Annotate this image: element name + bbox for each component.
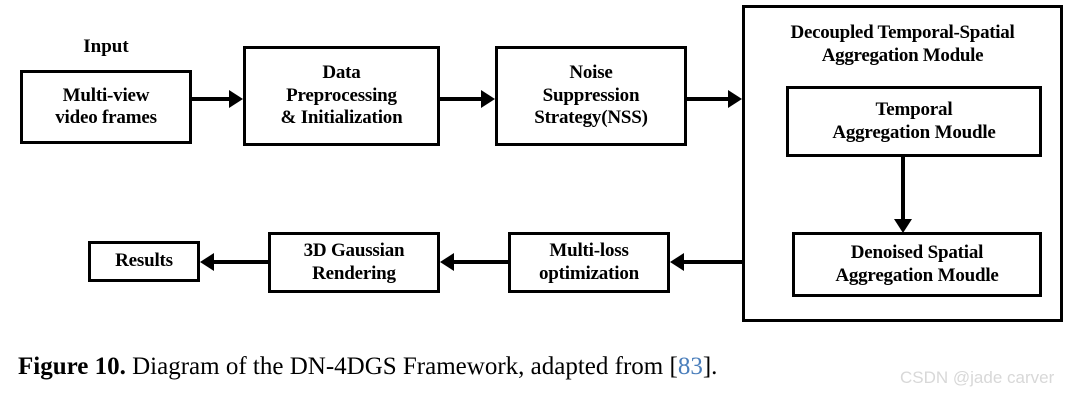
figure-caption: Figure 10. Diagram of the DN-4DGS Framew… xyxy=(18,352,717,382)
arrow-multiloss-to-rendering-line xyxy=(454,260,508,264)
arrow-input-to-preprocess-head xyxy=(229,90,243,108)
arrow-rendering-to-results-head xyxy=(200,253,214,271)
arrow-preprocess-to-nss-head xyxy=(481,90,495,108)
node-denoised-text: Denoised Spatial Aggregation Moudle xyxy=(835,242,999,286)
arrow-temporal-to-denoised-head xyxy=(894,219,912,233)
arrow-input-to-preprocess-line xyxy=(192,97,229,101)
caption-reference-link[interactable]: 83 xyxy=(677,353,703,380)
arrow-multiloss-to-rendering-head xyxy=(440,253,454,271)
arrow-temporal-to-denoised-line xyxy=(901,157,905,219)
csdn-watermark: CSDN @jade carver xyxy=(900,368,1055,387)
node-nss-text: Noise Suppression Strategy(NSS) xyxy=(534,62,648,129)
node-data-preprocessing-initialization[interactable]: Data Preprocessing & Initialization xyxy=(243,46,440,146)
input-label: Input xyxy=(83,36,129,57)
node-multiloss-text: Multi-loss optimization xyxy=(539,240,639,284)
node-multi-loss-optimization[interactable]: Multi-loss optimization xyxy=(508,232,670,293)
node-results[interactable]: Results xyxy=(88,241,200,282)
node-input-multi-view-video-frames[interactable]: Multi-view video frames xyxy=(20,70,192,144)
node-noise-suppression-strategy[interactable]: Noise Suppression Strategy(NSS) xyxy=(495,46,687,146)
node-preprocess-text: Data Preprocessing & Initialization xyxy=(280,62,403,129)
arrow-rendering-to-results-line xyxy=(214,260,268,264)
arrow-preprocess-to-nss-line xyxy=(440,97,481,101)
arrow-module-to-multiloss-line xyxy=(684,260,742,264)
caption-text-before: Diagram of the DN-4DGS Framework, adapte… xyxy=(125,353,678,380)
module-title-text: Decoupled Temporal-Spatial Aggregation M… xyxy=(790,22,1015,66)
node-input-text: Multi-view video frames xyxy=(55,84,157,128)
caption-figure-number: Figure 10. xyxy=(18,353,126,380)
node-temporal-aggregation-moudle[interactable]: Temporal Aggregation Moudle xyxy=(786,86,1042,157)
arrow-nss-to-module-head xyxy=(728,90,742,108)
caption-text-after: ]. xyxy=(702,353,718,380)
node-denoised-spatial-aggregation-moudle[interactable]: Denoised Spatial Aggregation Moudle xyxy=(792,232,1042,297)
arrow-nss-to-module-line xyxy=(687,97,728,101)
node-rendering-text: 3D Gaussian Rendering xyxy=(303,240,405,284)
node-results-text: Results xyxy=(115,250,173,272)
arrow-module-to-multiloss-head xyxy=(670,253,684,271)
node-temporal-text: Temporal Aggregation Moudle xyxy=(832,99,996,143)
node-3d-gaussian-rendering[interactable]: 3D Gaussian Rendering xyxy=(268,232,440,293)
